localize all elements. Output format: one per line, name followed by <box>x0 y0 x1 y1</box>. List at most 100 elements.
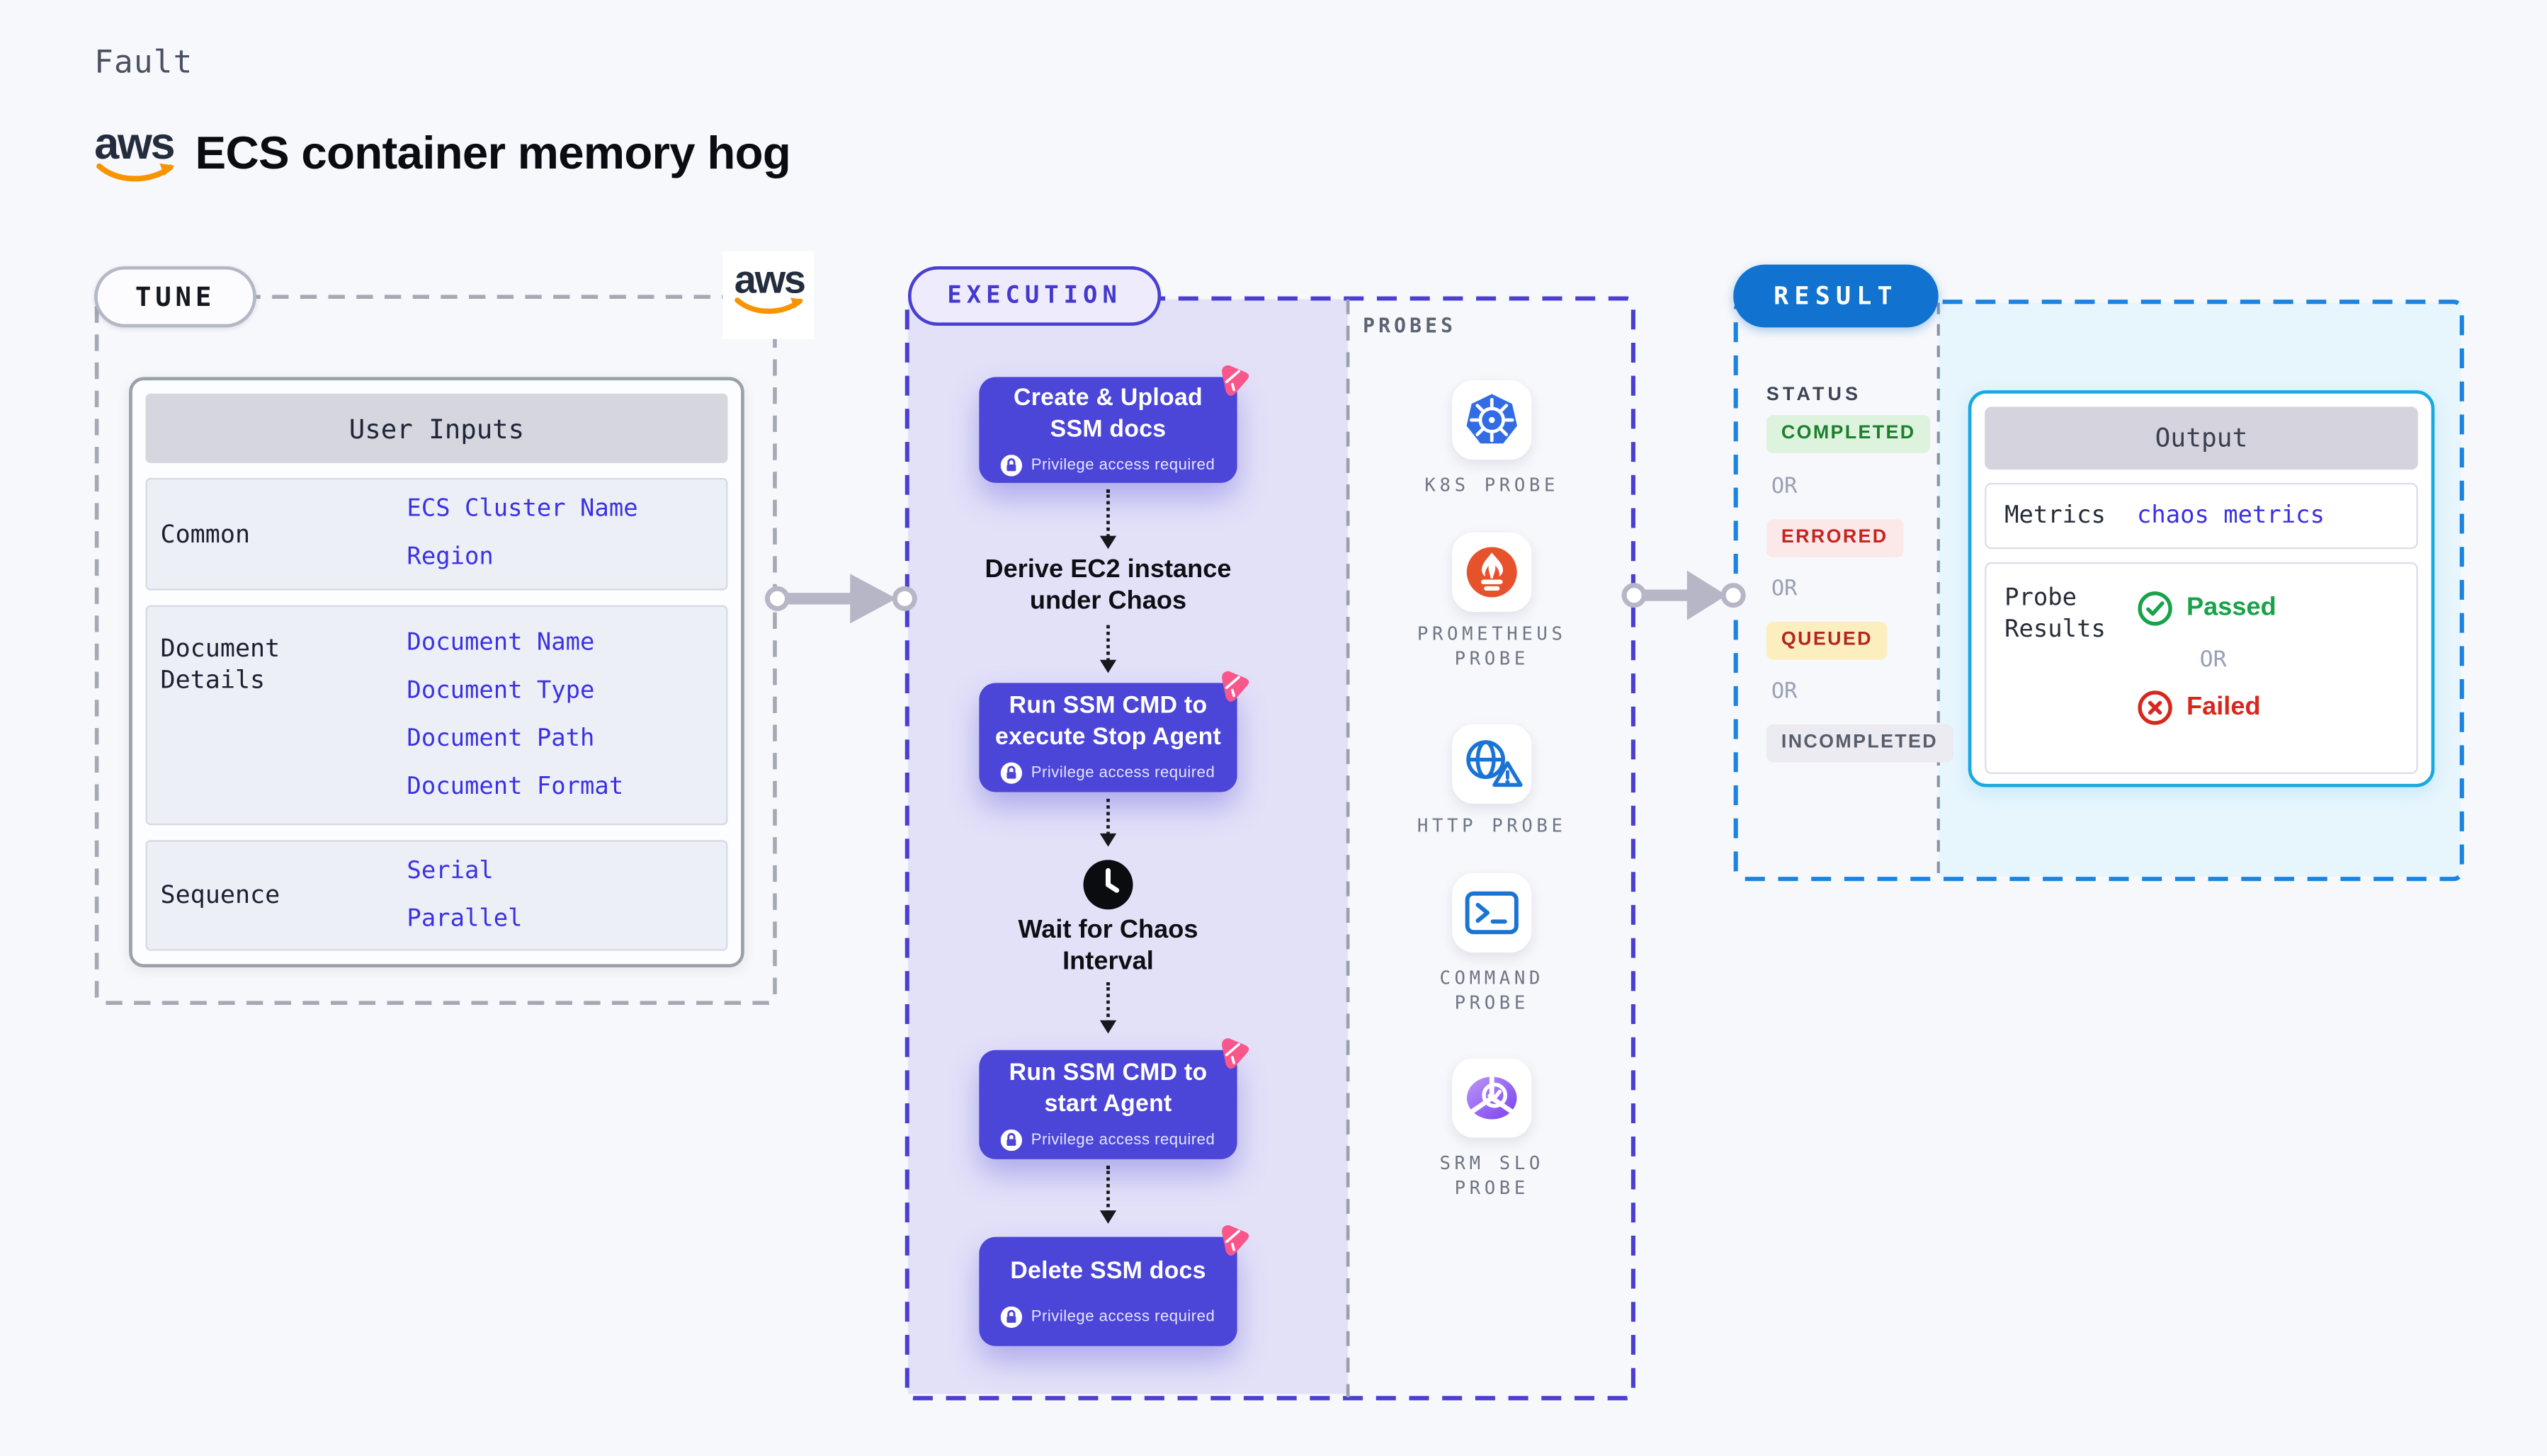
srm-slo-gauge-icon <box>1467 1076 1517 1120</box>
probe-label: K8S PROBE <box>1424 474 1560 496</box>
connector-arrow-execution-result <box>1621 570 1746 620</box>
flow-arrow <box>1099 1166 1116 1224</box>
privilege-note-label: Privilege access required <box>1031 1131 1215 1149</box>
failed-label: Failed <box>2186 693 2261 722</box>
privilege-note-label: Privilege access required <box>1031 456 1215 475</box>
tune-aws-logo-patch: aws <box>722 251 814 339</box>
row-label: Document Details <box>160 633 280 695</box>
row-values: Serial Parallel <box>407 842 522 950</box>
probe-card-prometheus <box>1452 532 1532 612</box>
probe-label: HTTP PROBE <box>1417 815 1567 837</box>
action-box-create-upload-ssm-docs: Create & Upload SSM docs Privilege acces… <box>979 365 1249 483</box>
connector-arrow-tune-execution <box>764 574 917 624</box>
value-item: Serial <box>407 857 494 885</box>
flow-arrow <box>1099 798 1116 847</box>
failed-row: Failed <box>2137 690 2276 726</box>
aws-wordmark: aws <box>94 119 176 169</box>
status-badge-errored: ERRORED <box>1766 519 1903 557</box>
probe-label: COMMAND PROBE <box>1439 967 1544 1014</box>
probe-results-label: Probe Results <box>2004 585 2106 644</box>
metrics-row: Metrics chaos metrics <box>1985 482 2418 550</box>
lock-icon <box>1001 455 1023 477</box>
passed-row: Passed <box>2137 591 2276 627</box>
action-box-label: Run SSM CMD to start Agent <box>1009 1059 1208 1118</box>
user-inputs-header: User Inputs <box>145 393 728 463</box>
metrics-value: chaos metrics <box>2136 502 2325 530</box>
or-label: OR <box>1771 576 1798 602</box>
fault-category-label: Fault <box>94 45 193 81</box>
flow-arrow <box>1099 489 1116 550</box>
http-globe-warning-icon <box>1466 740 1523 787</box>
table-row-sequence: Sequence Serial Parallel <box>145 840 728 951</box>
x-circle-icon <box>2138 690 2172 725</box>
litmus-chaos-icon <box>1222 365 1249 396</box>
table-row-document-details: Document Details Document Name Document … <box>145 605 728 826</box>
probe-label: PROMETHEUS PROBE <box>1417 623 1567 670</box>
flow-arrow <box>1099 625 1116 673</box>
value-item: Document Name <box>407 629 595 656</box>
lock-icon <box>1001 1305 1023 1327</box>
privilege-note-label: Privilege access required <box>1031 1307 1215 1326</box>
action-box-delete-ssm-docs: Delete SSM docs Privilege access require… <box>979 1224 1249 1346</box>
wait-step-text: Wait for Chaos Interval <box>1018 916 1198 975</box>
terminal-icon <box>1465 891 1519 935</box>
action-box-label: Create & Upload SSM docs <box>1014 385 1203 443</box>
clock-icon <box>1083 860 1133 910</box>
aws-logo-icon: aws <box>94 119 180 186</box>
privilege-note: Privilege access required <box>1001 1129 1215 1151</box>
action-box-run-ssm-start-agent: Run SSM CMD to start Agent Privilege acc… <box>979 1038 1249 1159</box>
aws-wordmark: aws <box>734 258 806 303</box>
or-label: OR <box>1771 474 1798 500</box>
row-values: Document Name Document Type Document Pat… <box>407 607 623 824</box>
kubernetes-icon <box>1466 394 1517 444</box>
value-item: Document Format <box>407 773 624 800</box>
status-badge-completed: COMPLETED <box>1766 415 1931 453</box>
status-label: STATUS <box>1766 385 1862 406</box>
row-values: ECS Cluster Name Region <box>407 479 637 588</box>
prometheus-icon <box>1466 547 1517 598</box>
tune-pill: TUNE <box>94 266 256 328</box>
flow-arrow <box>1099 982 1116 1034</box>
execution-section-border <box>904 296 1635 1401</box>
row-label: Common <box>160 518 251 549</box>
litmus-chaos-icon <box>1222 671 1249 702</box>
passed-label: Passed <box>2186 593 2276 622</box>
aws-smile-icon <box>96 163 175 182</box>
aws-smile-icon <box>734 297 804 314</box>
litmus-chaos-icon <box>1222 1224 1249 1256</box>
privilege-note: Privilege access required <box>1001 762 1215 784</box>
result-pill: RESULT <box>1733 264 1939 328</box>
action-box-run-ssm-stop-agent: Run SSM CMD to execute Stop Agent Privil… <box>979 671 1249 792</box>
privilege-note: Privilege access required <box>1001 1305 1215 1327</box>
action-box-label: Delete SSM docs <box>1010 1257 1206 1285</box>
action-box-label: Run SSM CMD to execute Stop Agent <box>995 693 1222 751</box>
probe-card-command <box>1452 872 1532 953</box>
execution-pill: EXECUTION <box>907 266 1162 326</box>
or-label: OR <box>2199 647 2227 673</box>
probe-label: SRM SLO PROBE <box>1439 1152 1544 1199</box>
lock-icon <box>1001 1129 1023 1151</box>
probe-card-k8s <box>1452 380 1532 460</box>
value-item: Document Type <box>407 677 595 704</box>
output-card: Output Metrics chaos metrics Probe Resul… <box>1968 390 2435 787</box>
value-item: ECS Cluster Name <box>407 496 638 523</box>
metrics-label: Metrics <box>2004 501 2106 529</box>
litmus-chaos-icon <box>1222 1038 1249 1069</box>
derive-step-text: Derive EC2 instance under Chaos <box>985 555 1232 615</box>
probes-label: PROBES <box>1363 314 1457 338</box>
value-item: Document Path <box>407 724 595 752</box>
value-item: Parallel <box>407 905 523 932</box>
page-title: ECS container memory hog <box>195 127 791 179</box>
tune-section-border <box>94 295 777 1006</box>
lock-icon <box>1001 762 1023 784</box>
row-label: Sequence <box>160 880 280 910</box>
privilege-note-label: Privilege access required <box>1031 763 1215 783</box>
output-header: Output <box>1985 406 2418 470</box>
probe-card-http <box>1452 724 1532 804</box>
value-item: Region <box>407 544 494 571</box>
status-badge-queued: QUEUED <box>1766 621 1888 660</box>
privilege-note: Privilege access required <box>1001 455 1215 477</box>
check-circle-icon <box>2138 591 2172 626</box>
or-label: OR <box>1771 679 1798 705</box>
